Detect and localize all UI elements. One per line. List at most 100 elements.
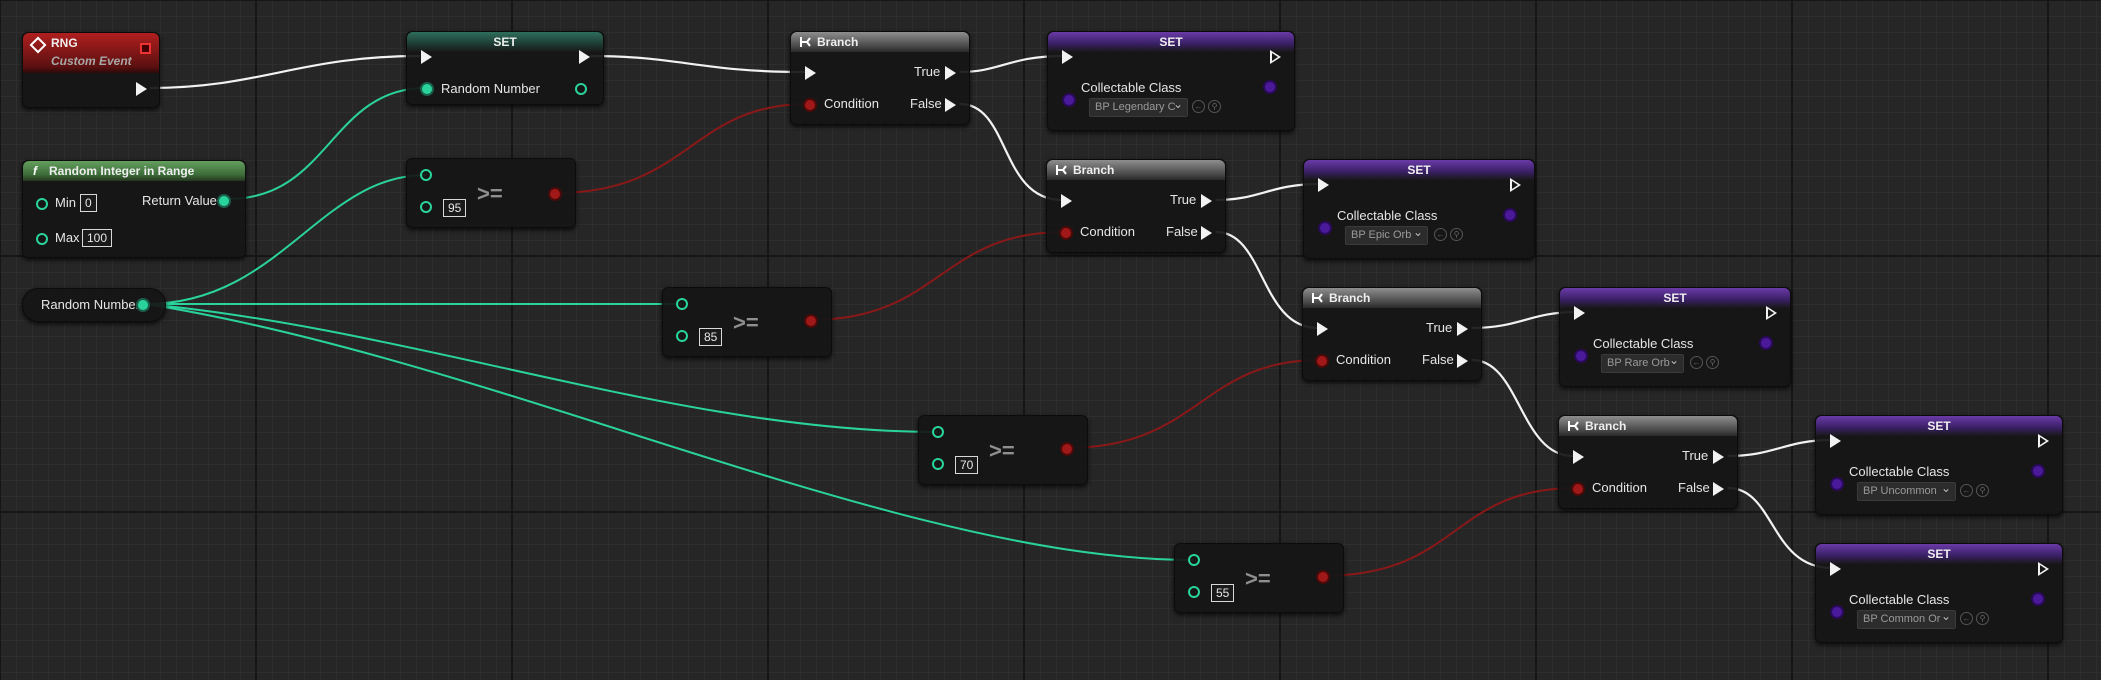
set-collectable-node-2[interactable]: SET Collectable Class BP Epic Orb⌄ ← ⚲	[1303, 159, 1535, 259]
branch-node-4[interactable]: Branch True Condition False	[1558, 415, 1738, 509]
exec-in-pin[interactable]	[1573, 450, 1584, 464]
class-out-pin[interactable]	[2033, 466, 2043, 476]
compare-a-pin[interactable]	[676, 298, 688, 310]
class-in-pin[interactable]	[1320, 223, 1330, 233]
branch-node-1[interactable]: Branch True Condition False	[790, 31, 970, 125]
exec-in-pin[interactable]	[1061, 194, 1072, 208]
true-exec-pin[interactable]	[1713, 450, 1724, 464]
compare-result-pin[interactable]	[1062, 444, 1072, 454]
class-dropdown[interactable]: BP Legendary C⌄	[1089, 98, 1188, 117]
use-asset-icon[interactable]: ←	[1960, 612, 1973, 625]
condition-pin[interactable]	[805, 100, 815, 110]
class-in-pin[interactable]	[1064, 95, 1074, 105]
use-asset-icon[interactable]: ←	[1192, 100, 1205, 113]
compare-node-70[interactable]: 70 >=	[918, 415, 1088, 485]
compare-value-field[interactable]: 70	[955, 456, 979, 474]
class-dropdown[interactable]: BP Uncommon⌄	[1857, 482, 1956, 501]
branch-node-3[interactable]: Branch True Condition False	[1302, 287, 1482, 381]
random-number-in-pin[interactable]	[422, 84, 432, 94]
random-integer-node[interactable]: f Random Integer in Range Min 0 Return V…	[22, 160, 246, 258]
browse-search-icon[interactable]: ⚲	[1976, 484, 1989, 497]
exec-in-pin[interactable]	[1574, 306, 1585, 320]
true-exec-pin[interactable]	[1457, 322, 1468, 336]
class-out-pin[interactable]	[1265, 82, 1275, 92]
condition-pin[interactable]	[1317, 356, 1327, 366]
set-collectable-node-5[interactable]: SET Collectable Class BP Common Or⌄ ← ⚲	[1815, 543, 2063, 643]
delegate-pin[interactable]	[140, 43, 151, 54]
exec-in-pin[interactable]	[1830, 434, 1841, 448]
set-collectable-node-1[interactable]: SET Collectable Class BP Legendary C⌄ ← …	[1047, 31, 1295, 131]
compare-result-pin[interactable]	[806, 316, 816, 326]
min-field[interactable]: 0	[80, 194, 97, 212]
exec-out-pin[interactable]	[1270, 50, 1281, 64]
class-dropdown[interactable]: BP Common Or⌄	[1857, 610, 1956, 629]
class-in-pin[interactable]	[1832, 607, 1842, 617]
exec-out-pin[interactable]	[579, 50, 590, 64]
compare-b-pin[interactable]	[1188, 586, 1200, 598]
exec-out-pin[interactable]	[1510, 178, 1521, 192]
return-value-pin[interactable]	[219, 196, 229, 206]
use-asset-icon[interactable]: ←	[1690, 356, 1703, 369]
compare-node-85[interactable]: 85 >=	[662, 287, 832, 357]
branch-title: Branch	[1585, 419, 1627, 433]
compare-value-field[interactable]: 55	[1211, 584, 1235, 602]
compare-b-pin[interactable]	[676, 330, 688, 342]
compare-b-pin[interactable]	[932, 458, 944, 470]
set-collectable-node-4[interactable]: SET Collectable Class BP Uncommon⌄ ← ⚲	[1815, 415, 2063, 515]
browse-search-icon[interactable]: ⚲	[1208, 100, 1221, 113]
compare-a-pin[interactable]	[420, 169, 432, 181]
class-out-pin[interactable]	[2033, 594, 2043, 604]
browse-search-icon[interactable]: ⚲	[1706, 356, 1719, 369]
exec-in-pin[interactable]	[421, 50, 432, 64]
compare-node-55[interactable]: 55 >=	[1174, 543, 1344, 613]
random-number-getter[interactable]: Random Number	[22, 288, 166, 322]
custom-event-node[interactable]: RNG Custom Event	[22, 32, 160, 108]
class-out-pin[interactable]	[1505, 210, 1515, 220]
random-number-out-pin[interactable]	[575, 83, 587, 95]
false-exec-pin[interactable]	[1201, 226, 1212, 240]
true-exec-pin[interactable]	[945, 66, 956, 80]
compare-value-field[interactable]: 85	[699, 328, 723, 346]
exec-out-pin[interactable]	[1766, 306, 1777, 320]
compare-result-pin[interactable]	[1318, 572, 1328, 582]
exec-in-pin[interactable]	[1062, 50, 1073, 64]
class-dropdown[interactable]: BP Epic Orb⌄	[1345, 226, 1428, 245]
condition-label: Condition	[824, 96, 879, 111]
compare-a-pin[interactable]	[1188, 554, 1200, 566]
class-out-pin[interactable]	[1761, 338, 1771, 348]
branch-node-2[interactable]: Branch True Condition False	[1046, 159, 1226, 253]
max-pin[interactable]	[36, 233, 48, 245]
class-dropdown-value: BP Uncommon	[1863, 485, 1937, 497]
compare-value-field[interactable]: 95	[443, 199, 467, 217]
set-collectable-node-3[interactable]: SET Collectable Class BP Rare Orb⌄ ← ⚲	[1559, 287, 1791, 387]
compare-b-pin[interactable]	[420, 201, 432, 213]
exec-out-pin[interactable]	[136, 82, 147, 96]
exec-in-pin[interactable]	[1830, 562, 1841, 576]
compare-result-pin[interactable]	[550, 189, 560, 199]
class-in-pin[interactable]	[1576, 351, 1586, 361]
getter-out-pin[interactable]	[138, 300, 148, 310]
false-exec-pin[interactable]	[945, 98, 956, 112]
condition-pin[interactable]	[1061, 228, 1071, 238]
max-field[interactable]: 100	[82, 229, 113, 247]
browse-search-icon[interactable]: ⚲	[1976, 612, 1989, 625]
compare-a-pin[interactable]	[932, 426, 944, 438]
set-random-number-node[interactable]: SET Random Number	[406, 31, 604, 105]
true-exec-pin[interactable]	[1201, 194, 1212, 208]
exec-in-pin[interactable]	[805, 66, 816, 80]
min-pin[interactable]	[36, 198, 48, 210]
use-asset-icon[interactable]: ←	[1960, 484, 1973, 497]
browse-search-icon[interactable]: ⚲	[1450, 228, 1463, 241]
class-in-pin[interactable]	[1832, 479, 1842, 489]
condition-pin[interactable]	[1573, 484, 1583, 494]
exec-out-pin[interactable]	[2038, 434, 2049, 448]
false-exec-pin[interactable]	[1713, 482, 1724, 496]
exec-in-pin[interactable]	[1318, 178, 1329, 192]
class-dropdown-value: BP Common Or	[1863, 613, 1941, 625]
class-dropdown[interactable]: BP Rare Orb⌄	[1601, 354, 1684, 373]
false-exec-pin[interactable]	[1457, 354, 1468, 368]
exec-out-pin[interactable]	[2038, 562, 2049, 576]
use-asset-icon[interactable]: ←	[1434, 228, 1447, 241]
exec-in-pin[interactable]	[1317, 322, 1328, 336]
compare-node-95[interactable]: 95 >=	[406, 158, 576, 228]
